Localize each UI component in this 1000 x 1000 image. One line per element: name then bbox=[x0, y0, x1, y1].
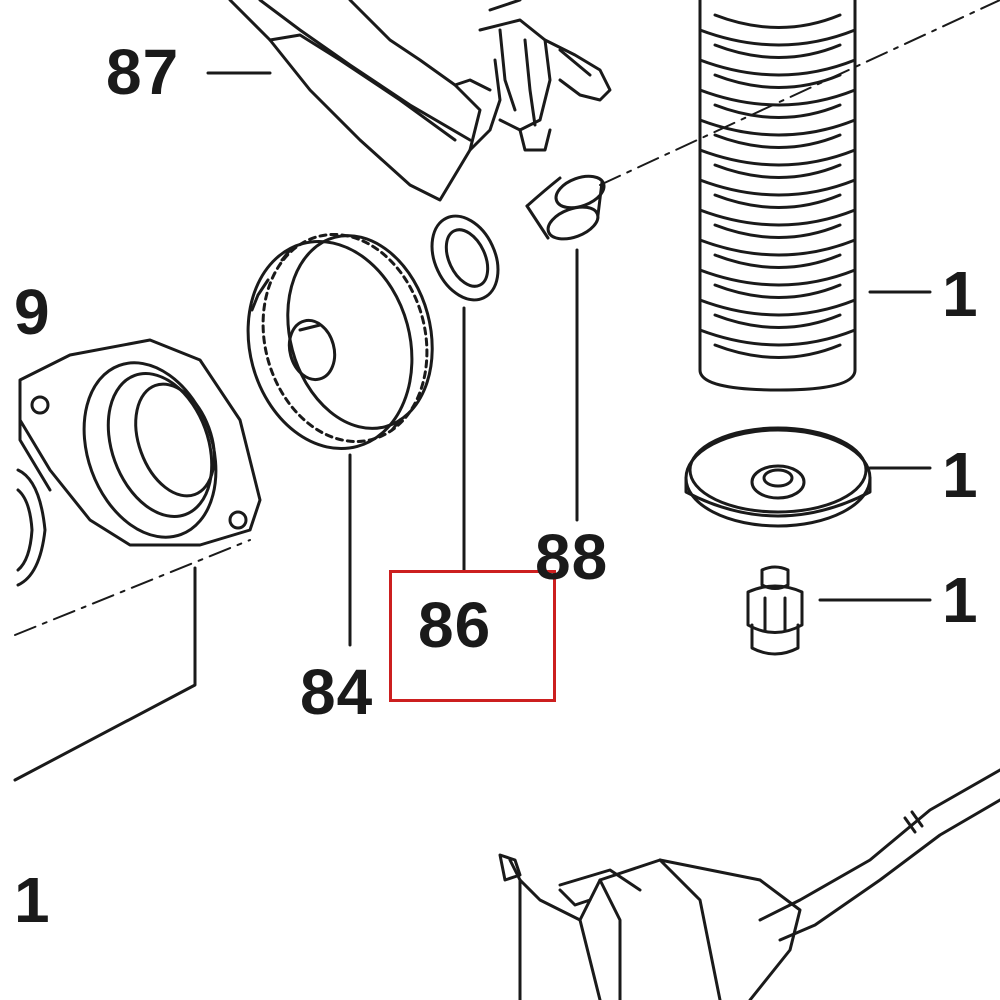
part-label-1-bottom: 1 bbox=[14, 864, 51, 936]
part-label-9: 9 bbox=[14, 276, 51, 348]
seal-ring-left bbox=[16, 468, 47, 587]
part-label-1-spring: 1 bbox=[942, 258, 979, 330]
part-label-84: 84 bbox=[300, 656, 374, 728]
power-plug bbox=[498, 768, 1000, 1000]
part-label-86: 86 bbox=[418, 589, 492, 661]
part-label-1-bolt: 1 bbox=[942, 564, 979, 636]
gear-84 bbox=[246, 232, 434, 451]
part-label-1-disc: 1 bbox=[942, 439, 979, 511]
part-label-87: 87 bbox=[106, 36, 180, 108]
ring-86 bbox=[430, 214, 500, 302]
housing-87 bbox=[228, 0, 612, 202]
bushing-88 bbox=[525, 174, 606, 241]
axis-line-lower bbox=[14, 539, 251, 636]
flange-cover bbox=[18, 338, 262, 547]
axis-line-upper bbox=[599, 0, 1000, 186]
leader-1-bottom bbox=[13, 566, 197, 782]
spring-1 bbox=[698, 0, 857, 392]
part-label-88: 88 bbox=[535, 521, 609, 593]
disc-1 bbox=[684, 426, 872, 528]
bolt-1 bbox=[746, 565, 804, 656]
highlight-box-86 bbox=[389, 570, 556, 702]
